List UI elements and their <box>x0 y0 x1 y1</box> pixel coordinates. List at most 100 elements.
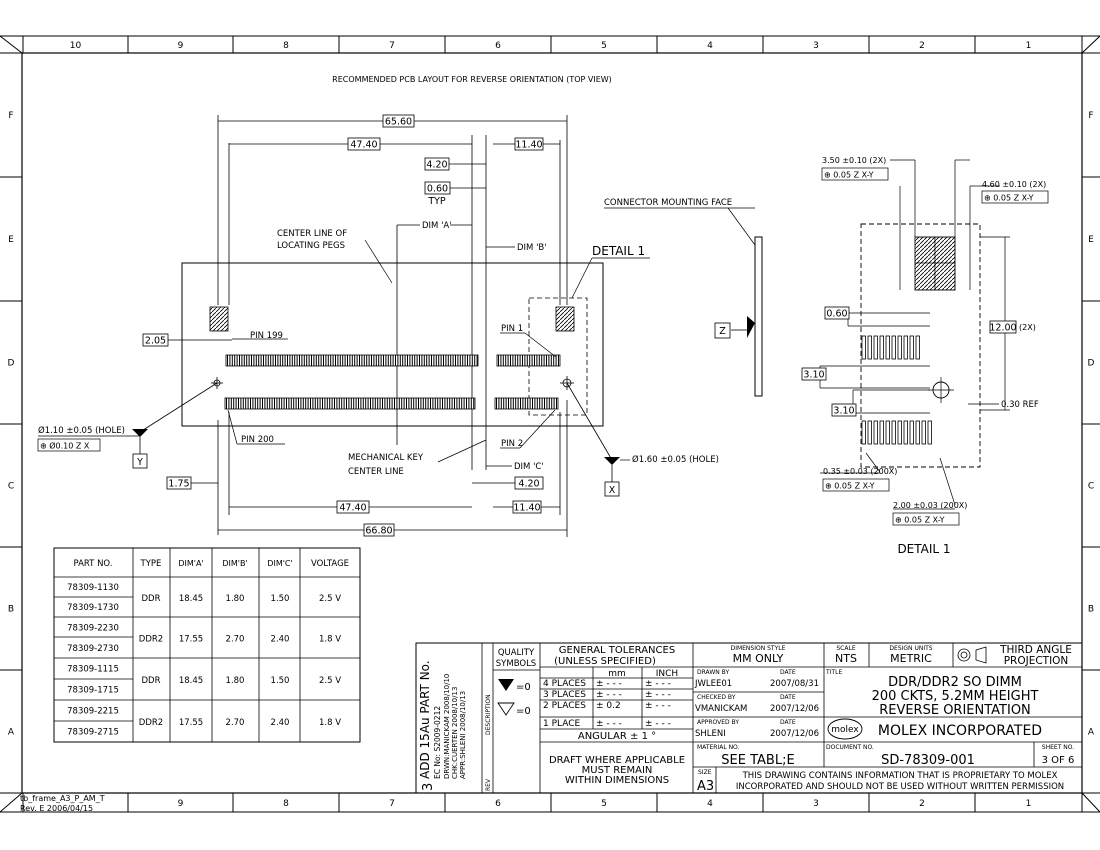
zone-row-F-right: F <box>1088 111 1093 121</box>
table-cell-type: DDR <box>142 594 161 604</box>
rev-text-5: APPR:SHLENI 2008/10/13 <box>459 691 467 779</box>
datum-y-triangle <box>132 429 148 437</box>
detail-pad-row-top <box>861 335 920 360</box>
zone-row-D-right: D <box>1088 359 1095 369</box>
table-header-dim-a: DIM'A' <box>178 559 203 568</box>
detail-dim-lines <box>819 159 1010 510</box>
scale-label: SCALE <box>836 645 855 652</box>
size-value: A3 <box>697 779 714 794</box>
dim-box-1140-top <box>514 137 544 151</box>
tol-row-mm: ± - - - <box>596 679 622 689</box>
zone-col-6-bottom: 6 <box>495 799 501 809</box>
dim-style-label: DIMENSION STYLE <box>731 645 786 652</box>
rev-text-2: EC No: S2009-0212 <box>433 706 442 779</box>
material-value: SEE TABL;E <box>721 753 794 768</box>
detail-fcf-200: ⊕ 0.05 Z X-Y <box>895 516 945 525</box>
frame-rev: Rev. E 2006/04/15 <box>20 804 93 813</box>
size-label: SIZE <box>698 769 712 776</box>
detail-pad-rows <box>861 335 932 445</box>
mech-key-label-1: MECHANICAL KEY <box>348 453 424 463</box>
quality-label: QUALITY <box>498 648 535 658</box>
quality-symbol-2-value: =0 <box>516 706 531 717</box>
table-cell-part: 78309-1115 <box>67 665 119 675</box>
zone-row-E-left: E <box>8 235 14 245</box>
dim-6560: 65.60 <box>385 117 412 128</box>
dim-box-205 <box>142 333 169 347</box>
detail-dim-box-310b <box>831 403 857 417</box>
tol-row-label: 3 PLACES <box>543 690 586 700</box>
pcb-outline <box>181 262 604 427</box>
detail-pad-row-bottom <box>861 420 932 445</box>
design-units-label: DESIGN UNITS <box>889 645 932 652</box>
company-name: MOLEX INCORPORATED <box>878 723 1042 739</box>
drawn-date-label: DATE <box>780 669 796 676</box>
detail-dim-200: 2.00 ±0.03 (200X) <box>893 501 967 510</box>
dim-6680: 66.80 <box>365 526 392 537</box>
pad-row-bottom-right <box>494 397 559 410</box>
table-cell-voltage: 1.8 V <box>319 718 341 728</box>
tol-row-mm: ± 0.2 <box>596 701 621 711</box>
zone-row-B-left: B <box>8 605 14 615</box>
zone-col-1-bottom: 1 <box>1026 799 1032 809</box>
dim-box-175 <box>166 476 192 490</box>
zone-row-F-left: F <box>8 111 13 121</box>
pin-200-label: PIN 200 <box>241 435 274 445</box>
parts-table <box>53 547 361 743</box>
top-dimensions <box>217 115 568 470</box>
drawn-by-label: DRAWN BY <box>697 669 729 676</box>
dim-060: 0.60 <box>427 184 448 195</box>
tol-row-label: 2 PLACES <box>543 701 586 711</box>
zone-col-3-top: 3 <box>813 41 819 51</box>
dim-box-4740-top <box>347 137 381 151</box>
approved-date: 2007/12/06 <box>770 729 819 739</box>
pad-rows <box>224 354 561 410</box>
projection-label-2: PROJECTION <box>1004 655 1069 667</box>
detail-dim-box-060 <box>824 306 850 320</box>
table-cell-dim-a: 18.45 <box>179 594 203 604</box>
dim-box-060 <box>424 181 451 195</box>
zone-col-2-top: 2 <box>919 41 925 51</box>
dim-style-value: MM ONLY <box>733 652 784 665</box>
dim-box-6680 <box>363 523 395 537</box>
zone-ticks <box>0 36 1100 812</box>
tol-inch-header: INCH <box>656 669 678 679</box>
approved-by: SHLENI <box>695 729 726 739</box>
dim-205: 2.05 <box>145 336 166 347</box>
table-cell-dim-c: 2.40 <box>271 635 290 645</box>
zone-col-2-bottom: 2 <box>919 799 925 809</box>
table-cell-dim-c: 1.50 <box>271 676 290 686</box>
detail-fcf-035: ⊕ 0.05 Z X-Y <box>825 482 875 491</box>
rev-text-4: CHK:CUERTEN 2008/10/13 <box>451 687 459 779</box>
description-label: DESCRIPTION <box>485 694 492 735</box>
detail-dim-1200-qty: (2X) <box>1019 323 1036 332</box>
mech-key-label-2: CENTER LINE <box>348 467 404 477</box>
draft-note-1: DRAFT WHERE APPLICABLE <box>549 755 685 766</box>
hole-left-fcf: ⊕ Ø0.10 Z X <box>40 441 90 451</box>
hole-left-fcf-frame <box>37 438 101 452</box>
table-cell-voltage: 2.5 V <box>319 676 341 686</box>
table-header-dim-b: DIM'B' <box>222 559 247 568</box>
detail-dim-030: 0.30 REF <box>1001 400 1039 410</box>
dim-c-label: DIM 'C' <box>514 462 544 472</box>
dim-4740-top: 47.40 <box>350 140 377 151</box>
tol-row-inch: ± - - - <box>645 701 671 711</box>
zone-row-B-right: B <box>1088 605 1094 615</box>
zone-row-C-right: C <box>1088 482 1094 492</box>
detail-title: DETAIL 1 <box>897 542 950 556</box>
detail-dim-box-310a <box>801 367 827 381</box>
datum-z: Z <box>719 326 726 337</box>
detail-1-boundary <box>860 223 981 468</box>
table-cell-type: DDR <box>142 676 161 686</box>
detail-dim-460: 4.60 ±0.10 (2X) <box>982 180 1046 189</box>
detail-dim-1200: 12.00 <box>989 323 1016 334</box>
zone-col-4-bottom: 4 <box>707 799 713 809</box>
title-block-lines <box>415 642 1083 794</box>
material-label: MATERIAL NO. <box>697 744 740 751</box>
dim-420: 4.20 <box>426 160 447 171</box>
dim-typ: TYP <box>427 196 446 207</box>
quality-symbol-1 <box>498 679 514 691</box>
hole-left <box>139 377 223 433</box>
